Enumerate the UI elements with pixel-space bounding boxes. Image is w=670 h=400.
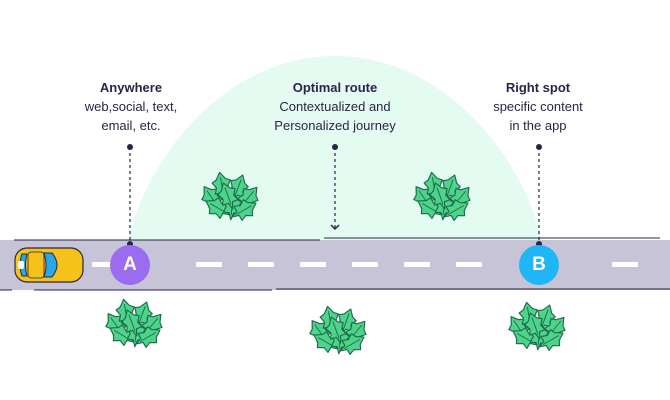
car-tail-light: [18, 261, 24, 269]
bush-leaf-vein: [234, 179, 242, 197]
bush-icon: [105, 298, 163, 348]
optimal-route-line-1: Contextualized and: [279, 99, 391, 114]
point-a-marker: A: [110, 245, 150, 285]
point-b-marker: B: [519, 245, 559, 285]
point-b-line-2: in the app: [509, 118, 567, 133]
car-icon: [14, 247, 84, 283]
lane-dash: [352, 262, 378, 267]
point-b-line-1: specific content: [493, 99, 583, 114]
bush-leaf-vein: [542, 335, 560, 345]
optimal-route-line-2: Personalized journey: [274, 118, 396, 133]
point-b-label: Right spot specific content in the app: [468, 78, 608, 135]
bush-leaf-vein: [436, 187, 444, 205]
lane-dash: [196, 262, 222, 267]
lane-dash: [612, 262, 638, 267]
bush-icon: [309, 305, 367, 355]
bush-leaf-vein: [235, 205, 253, 215]
bush-leaf-vein: [421, 203, 439, 213]
bush-icon: [508, 301, 566, 351]
optimal-route-title: Optimal route: [292, 80, 378, 95]
bush-leaf-vein: [317, 337, 335, 347]
bush-leaf-vein: [516, 333, 534, 343]
arrow-down-icon: [330, 224, 340, 231]
lane-dash: [456, 262, 482, 267]
lane-dash: [404, 262, 430, 267]
bush-leaf-vein: [342, 313, 350, 331]
connector-lines: [127, 144, 542, 247]
bush-leaf-vein: [138, 306, 146, 324]
bush-leaf-vein: [113, 330, 131, 340]
bush-icon: [413, 171, 471, 221]
optimal-route-label: Optimal route Contextualized and Persona…: [250, 78, 420, 135]
bush-leaf-vein: [446, 179, 454, 197]
bushes: [105, 171, 566, 355]
bush-leaf-vein: [139, 332, 157, 342]
bush-leaf-vein: [332, 321, 340, 339]
bush-leaf-vein: [541, 309, 549, 327]
bush-leaf-vein: [209, 203, 227, 213]
lane-dash: [248, 262, 274, 267]
car-windshield: [43, 252, 58, 278]
bush-leaf-vein: [343, 339, 361, 349]
point-a-label: Anywhere web,social, text, email, etc.: [56, 78, 206, 135]
road-edges: [0, 237, 670, 291]
point-a-line-1: web,social, text,: [84, 99, 178, 114]
point-b-title: Right spot: [505, 80, 571, 95]
bush-leaf-vein: [224, 187, 232, 205]
lane-dash: [300, 262, 326, 267]
bush-leaf-vein: [447, 205, 465, 215]
bush-leaf-vein: [531, 317, 539, 335]
bush-leaf-vein: [128, 314, 136, 332]
car-roof: [27, 251, 45, 279]
bush-icon: [201, 171, 259, 221]
point-a-title: Anywhere: [99, 80, 163, 95]
point-a-line-2: email, etc.: [101, 118, 161, 133]
